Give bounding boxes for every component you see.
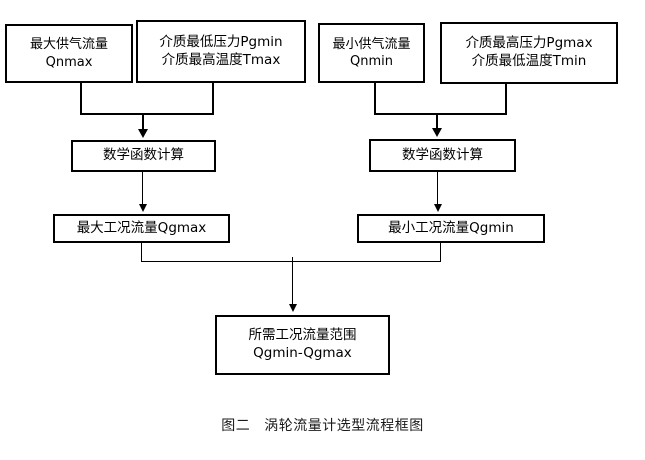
connector-qnmax-down (80, 83, 82, 115)
node-max-pressure-min-temp: 介质最高压力Pgmax 介质最低温度Tmin (440, 22, 618, 84)
node-max-supply-flow-line2: Qnmax (45, 54, 93, 70)
node-min-supply-flow: 最小供气流量 Qnmin (318, 23, 425, 83)
node-min-supply-flow-line1: 最小供气流量 (332, 36, 411, 52)
figure-caption-text: 涡轮流量计选型流程框图 (264, 418, 424, 434)
connector-qgmin-down (440, 243, 441, 262)
node-required-working-flow-range-line2: Qgmin-Qgmax (253, 345, 352, 361)
node-min-pressure-max-temp-line1: 介质最低压力Pgmin (159, 33, 283, 50)
connector-qnmin-down (374, 83, 376, 115)
connector-pgmax-down (505, 84, 507, 115)
arrowhead-to-calc-left (138, 129, 148, 138)
node-min-working-flow-qgmin: 最小工况流量Qgmin (357, 214, 545, 243)
connector-bottom-merge-stem (292, 257, 293, 306)
connector-bottom-merge-bar (141, 261, 441, 262)
figure-caption-number: 图二 (221, 418, 251, 434)
node-math-function-calculation-right-label: 数学函数计算 (402, 146, 483, 163)
arrowhead-to-range (289, 304, 297, 312)
arrowhead-to-calc-right (432, 128, 442, 137)
connector-right-merge-bar (374, 113, 507, 115)
node-max-supply-flow-line1: 最大供气流量 (29, 37, 108, 53)
node-min-working-flow-qgmin-label: 最小工况流量Qgmin (388, 219, 514, 236)
node-max-working-flow-qgmax-label: 最大工况流量Qgmax (76, 219, 207, 236)
node-required-working-flow-range-line1: 所需工况流量范围 (248, 327, 357, 344)
arrowhead-to-qgmax (139, 204, 147, 212)
node-min-supply-flow-line2: Qnmin (350, 54, 393, 69)
connector-calc-left-to-qgmax (142, 172, 143, 205)
arrowhead-to-qgmin (434, 204, 442, 212)
node-max-supply-flow: 最大供气流量 Qnmax (5, 24, 133, 83)
node-required-working-flow-range: 所需工况流量范围 Qgmin-Qgmax (215, 315, 390, 375)
connector-right-merge-stem (436, 113, 438, 130)
node-max-working-flow-qgmax: 最大工况流量Qgmax (53, 214, 230, 243)
node-math-function-calculation-left-label: 数学函数计算 (103, 147, 184, 164)
node-min-pressure-max-temp-line2: 介质最高温度Tmax (161, 51, 281, 68)
figure-caption: 图二涡轮流量计选型流程框图 (0, 415, 645, 435)
connector-left-merge-stem (142, 113, 144, 131)
node-max-pressure-min-temp-line1: 介质最高压力Pgmax (465, 35, 593, 52)
connector-qgmax-down (141, 243, 142, 262)
connector-pgmin-down (212, 83, 214, 115)
node-math-function-calculation-left: 数学函数计算 (71, 140, 216, 172)
node-math-function-calculation-right: 数学函数计算 (369, 139, 516, 172)
node-max-pressure-min-temp-line2: 介质最低温度Tmin (471, 53, 587, 69)
connector-left-merge-bar (80, 113, 214, 115)
node-min-pressure-max-temp: 介质最低压力Pgmin 介质最高温度Tmax (136, 20, 306, 83)
connector-calc-right-to-qgmin (437, 172, 438, 205)
